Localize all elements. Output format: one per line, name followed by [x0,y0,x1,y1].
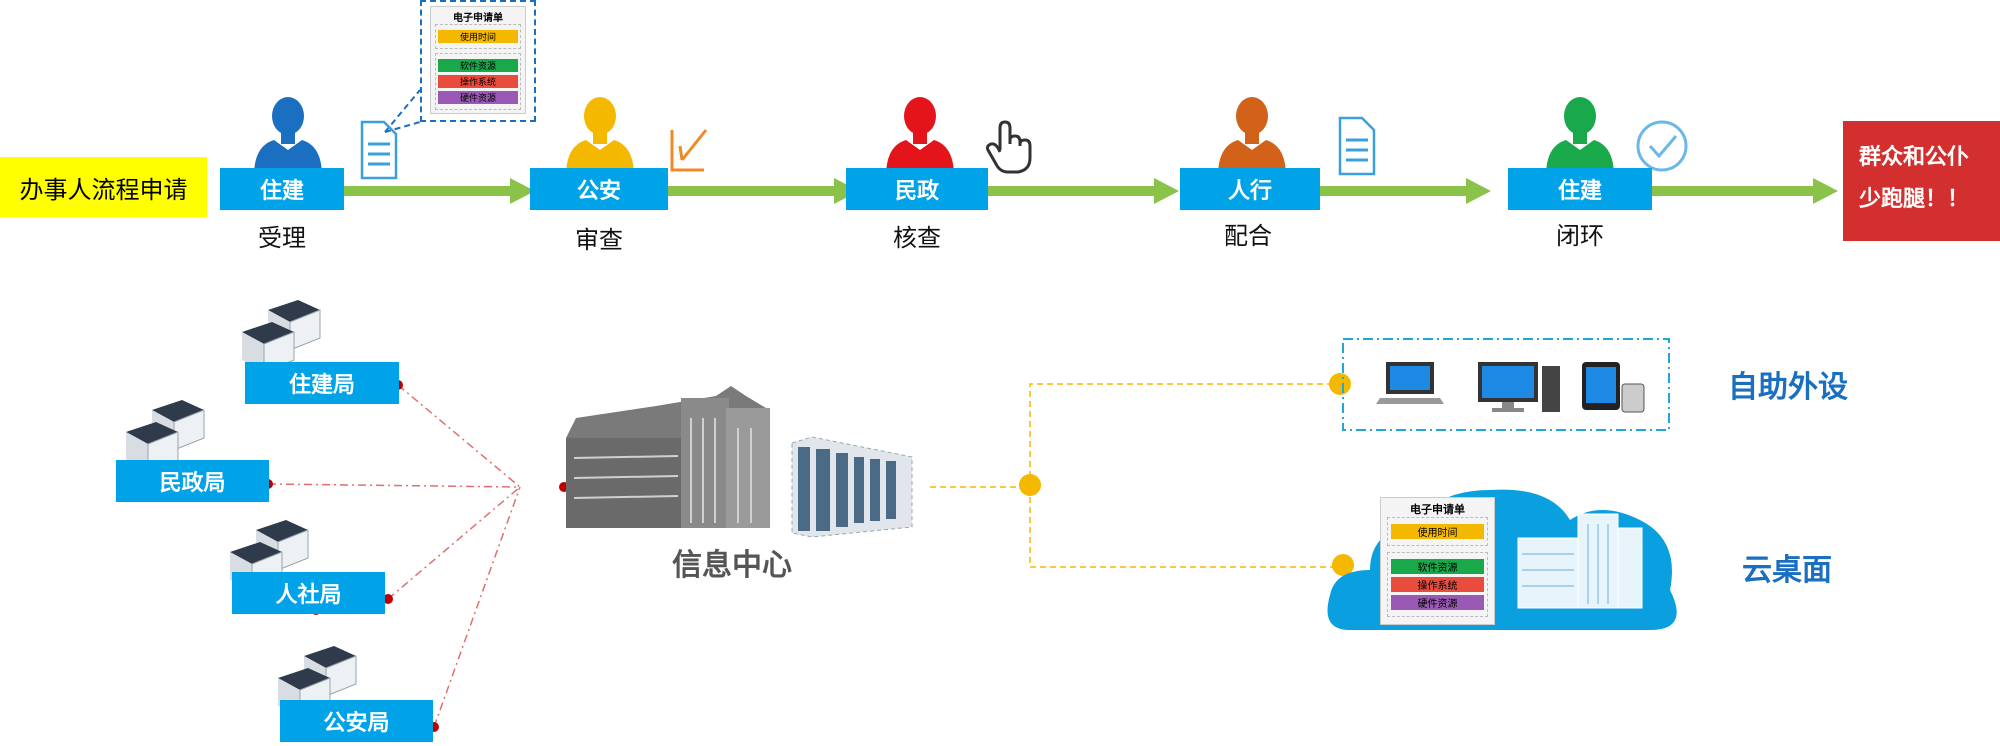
arrow-shaft-3 [988,186,1158,196]
step-action-3: 核查 [893,224,941,252]
bureau-public-security-label: 公安局 [323,711,390,736]
info-center-label: 信息中心 [672,548,792,583]
step-action-4: 配合 [1224,222,1272,250]
server-rack-icon [791,436,913,538]
step-dept-1-label: 住建 [259,179,304,204]
laptop-icon [1376,362,1444,404]
devices-frame [1342,338,1670,431]
arrow-shaft-5 [1652,186,1817,196]
cloud-form-software: 软件资源 [1391,559,1484,574]
check-circle-icon [1636,120,1688,172]
doc-icon-2 [1338,116,1376,176]
form-os: 操作系统 [438,75,518,88]
target-dots [1019,373,1354,576]
step-dept-3: 民政 [846,168,988,210]
bureau-lines [267,384,521,728]
form-usage-time: 使用时间 [438,30,518,43]
start-label: 办事人流程申请 [19,175,188,204]
end-line-1: 群众和公仆 [1859,145,1970,170]
bureau-housing: 住建局 [245,362,399,404]
desktop-computer-icon [1478,362,1560,412]
form-software: 软件资源 [438,59,518,72]
step-dept-2-label: 公安 [576,179,621,204]
bureau-social-security-label: 人社局 [275,583,342,608]
hand-pointer-icon [985,120,1032,174]
step-dept-2: 公安 [530,168,668,210]
arrow-shaft-4 [1320,186,1470,196]
cloud-form-os: 操作系统 [1391,577,1484,592]
form-card-top: 电子申请单 使用时间 软件资源 操作系统 硬件资源 [430,6,526,114]
person-icon-2 [566,97,634,176]
target-lines [930,383,1342,568]
cloud-form-usage-time: 使用时间 [1391,524,1484,539]
pen-icon [670,129,708,172]
step-dept-1: 住建 [220,168,344,210]
step-dept-4-label: 人行 [1227,179,1272,204]
arrow-shaft-2 [668,186,838,196]
end-line-2: 少跑腿！！ [1859,187,1970,212]
step-dept-5: 住建 [1508,168,1652,210]
person-icon-4 [1218,97,1286,176]
arrow-shaft-1 [344,186,514,196]
form-title: 电子申请单 [453,13,503,24]
bureau-civil-affairs: 民政局 [116,460,269,502]
step-action-2: 审查 [575,226,623,254]
callout-line-1 [384,89,421,133]
arrow-head-3 [1154,178,1179,204]
info-center-building-icon [566,386,770,528]
callout-line-2 [384,121,421,133]
person-icon-1 [254,97,322,176]
arrow-group [344,178,1838,204]
start-box: 办事人流程申请 [0,157,207,217]
self-service-label: 自助外设 [1728,370,1848,405]
person-icon-3 [886,97,954,176]
form-callout: 电子申请单 使用时间 软件资源 操作系统 硬件资源 [420,0,536,122]
form-card-cloud: 电子申请单 使用时间 软件资源 操作系统 硬件资源 [1380,497,1495,625]
arrow-head-1 [510,178,535,204]
tablet-phone-icon [1582,362,1645,413]
step-dept-5-label: 住建 [1557,179,1602,204]
bureau-social-security: 人社局 [232,572,385,614]
step-action-5: 闭环 [1556,222,1604,250]
arrow-head-4 [1466,178,1491,204]
bureau-public-security: 公安局 [280,700,433,742]
cloud-form-hardware: 硬件资源 [1391,595,1484,610]
bureau-housing-label: 住建局 [288,373,355,398]
cloud-form-title: 电子申请单 [1410,503,1465,516]
doc-icon-1 [360,120,398,180]
bureau-civil-affairs-label: 民政局 [159,471,226,496]
person-icon-5 [1546,97,1614,176]
cloud-building-icon [1517,513,1643,609]
step-dept-3-label: 民政 [894,179,939,204]
form-hardware: 硬件资源 [438,91,518,104]
step-action-1: 受理 [258,224,306,252]
end-box: 群众和公仆 少跑腿！！ [1843,121,2000,241]
arrow-head-5 [1813,178,1838,204]
step-dept-4: 人行 [1180,168,1320,210]
cloud-desktop-label: 云桌面 [1742,553,1832,588]
